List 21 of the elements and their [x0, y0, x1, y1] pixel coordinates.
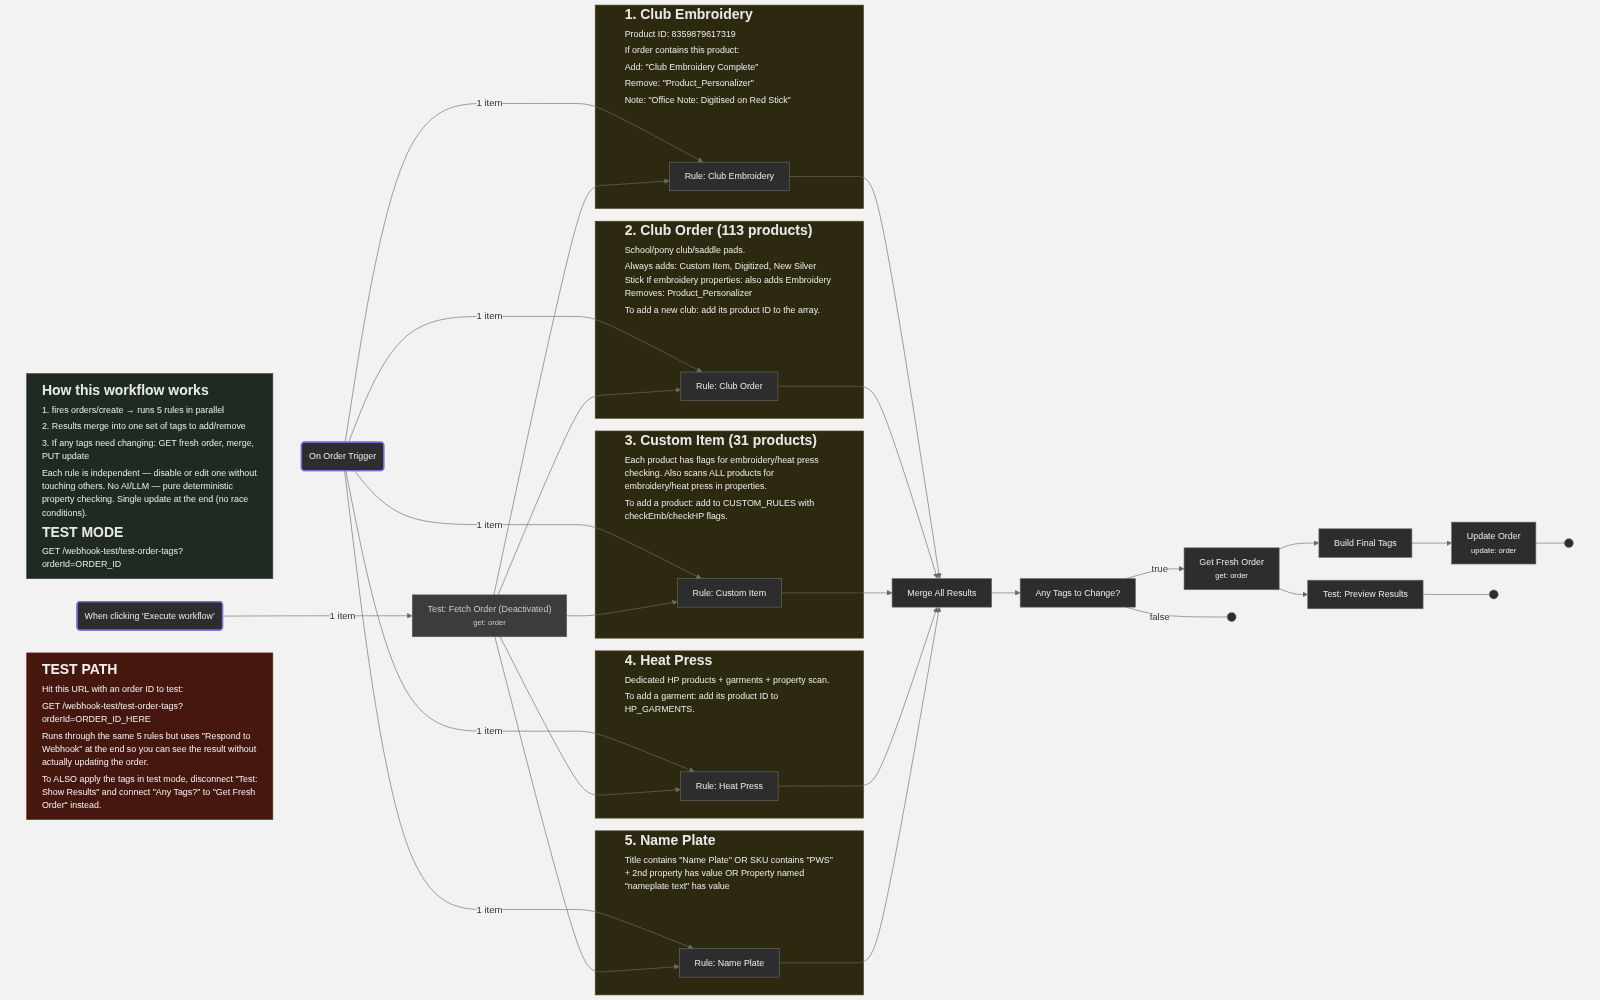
edge-label: 1 item [476, 725, 503, 737]
node-box: Rule: Name Plate [679, 948, 780, 978]
edge-label: 1 item [476, 903, 503, 915]
edge-label: 1 item [476, 310, 503, 322]
node-box: Build Final Tags [1318, 528, 1413, 558]
node-box: Test: Preview Results [1307, 579, 1424, 610]
edge-label: 1 item [329, 609, 356, 621]
connector [1535, 542, 1565, 544]
edge-label: true [1151, 562, 1168, 574]
node-box: Merge All Results [891, 578, 992, 608]
node-box: How this workflow works 1. fires orders/create → runs 5 rules in parallel 2. Results merge into one set of tags to add/remove 3. If any tags need changing: GET fresh order, merge, PUT update Each rule is independent — disable or edit one without touching others. No AI/LLM — pure deterministic property checking. Single update at the end (no race conditions). TEST MODE GET /webhook-test/test-order-tags?orderId=ORDER_ID [26, 373, 274, 579]
node-box: Any Tags to Change? [1019, 578, 1136, 608]
connector [1422, 594, 1490, 595]
node-box: Rule: Club Order [680, 371, 779, 401]
edge-label: false [1149, 611, 1170, 622]
node-box: Rule: Custom Item [677, 578, 782, 608]
edge-label: 1 item [476, 97, 503, 109]
node-box: TEST PATH Hit this URL with an order ID to test: GET /webhook-test/test-order-tags?orderId=ORDER_ID_HERE Runs through the same 5 rules but uses "Respond to Webhook" at the end so you can see the result without actually updating the order. To ALSO apply the tags in test mode, disconnect "Test: Show Results" and connect "Any Tags?" to "Get Fresh Order" instead. [26, 652, 274, 820]
edge-label: 1 item [476, 518, 503, 530]
node-box: Rule: Heat Press [680, 771, 779, 801]
node-box: Rule: Club Embroidery [669, 161, 790, 192]
